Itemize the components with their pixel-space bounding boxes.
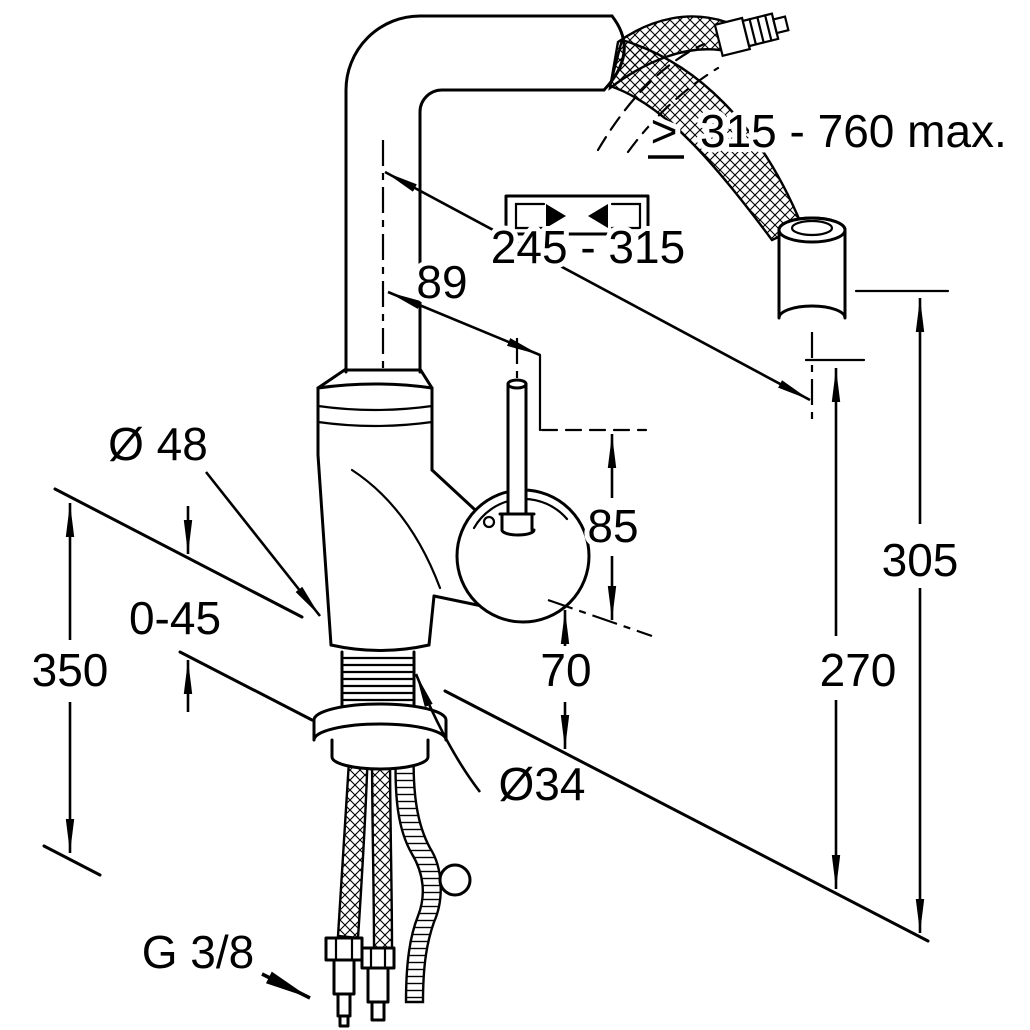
dim-supply-thread-label: G 3/8 (142, 926, 255, 978)
dim-spout-to-lever-label: 89 (416, 256, 467, 308)
dim-extension-symbol: > (651, 105, 678, 157)
dimension-lines (65, 155, 950, 1000)
supply-hose-right (360, 743, 396, 1022)
supply-hose-left (324, 743, 370, 1028)
dim-hole-diameter-label: Ø34 (499, 758, 586, 810)
pullout-spray-icon (504, 194, 650, 236)
dim-body-diameter-label: Ø 48 (108, 418, 208, 470)
dim-lever-height-label: 85 (587, 500, 638, 552)
dim-deck-thickness-label: 0-45 (129, 592, 221, 644)
hose-weight-ball (438, 863, 472, 897)
spout-outline (344, 14, 626, 374)
dim-spout-height-label: 305 (882, 534, 959, 586)
dim-head-height-label: 270 (820, 644, 897, 696)
dim-clearance-below-label: 350 (32, 644, 109, 696)
threaded-shank (340, 650, 416, 714)
mounting-nut (312, 702, 448, 771)
dim-lever-clearance-label: 70 (540, 644, 591, 696)
dim-pullout-travel-label: 245 - 315 (491, 221, 685, 273)
hose-tip-fitting (713, 12, 790, 58)
faucet-body (316, 367, 488, 652)
dim-extension-range-label: 315 - 760 max. (700, 105, 1007, 157)
countertop-lines (42, 487, 930, 943)
handle-lever (455, 338, 591, 624)
pullout-hose-under-deck (394, 743, 472, 1004)
